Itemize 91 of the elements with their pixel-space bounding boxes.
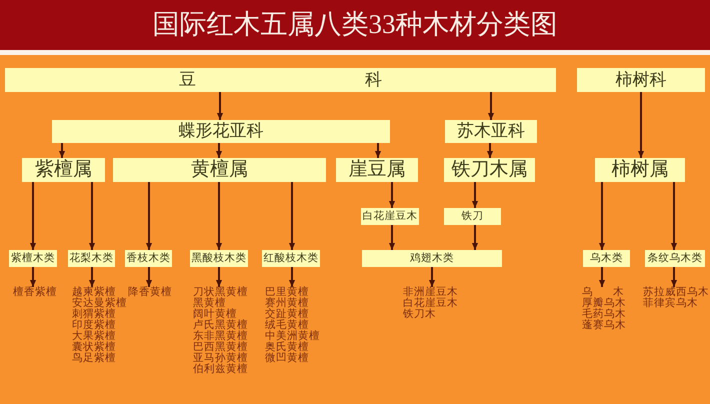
species-name: 囊状紫檀 [72,342,116,353]
species-name: 伯利兹黄檀 [193,364,248,375]
genus-name: 铁刀木属 [452,160,528,180]
arrow [374,143,382,158]
class-name: 乌木类 [590,252,623,264]
timber-name: 白花崖豆木 [362,210,418,222]
arrow [428,267,436,287]
species-name: 越柬紫檀 [72,287,116,298]
arrow [216,267,222,287]
arrow [670,182,678,250]
arrow [488,92,494,120]
family-box [577,68,705,92]
arrow [472,182,478,208]
species-name: 巴西黑黄檀 [193,342,248,353]
genus-box [22,158,105,182]
species-name: 交趾黄檀 [265,309,309,320]
species-name: 大果紫檀 [72,331,116,342]
class-name: 条纹乌木类 [648,252,702,264]
species-name: 厚瓣乌木 [582,298,626,309]
species-name: 刺猬紫檀 [72,309,116,320]
class-name: 鸡翅木类 [410,252,454,264]
arrow [288,267,296,287]
family-name: 柿树科 [616,70,666,90]
arrow [598,267,606,287]
diagram-title: 国际红木五属八类33种木材分类图 [152,10,558,40]
arrow [288,182,296,250]
timber-name: 铁刀 [462,210,484,222]
arrow [388,225,396,250]
species-name: 毛药乌木 [582,309,626,320]
species-name: 苏拉威西乌木 [643,287,709,298]
species-name: 鸟足紫檀 [72,353,116,364]
genus-name: 崖豆属 [348,160,406,180]
genus-name: 黄檀属 [191,160,248,180]
arrow [146,267,152,287]
arrow [388,182,396,208]
species-name: 檀香紫檀 [13,287,57,298]
species-name: 刀状黑黄檀 [193,287,248,298]
species-name: 赛州黄檀 [265,298,309,309]
species-name: 铁刀木 [403,309,436,320]
class-box [583,250,630,267]
subfamily-name: 苏木亚科 [457,122,525,141]
species-name: 绒毛黄檀 [265,320,309,331]
species-name: 东非黑黄檀 [193,331,248,342]
arrow [146,182,152,250]
arrow [216,143,222,158]
arrow [30,267,36,287]
species-name: 黑黄檀 [193,298,226,309]
species-name: 亚马孙黄檀 [193,353,248,364]
class-name: 香枝木类 [126,252,170,264]
species-name: 奥氏黄檀 [265,342,309,353]
genus-box [113,158,326,182]
class-name: 黑酸枝木类 [192,252,246,264]
arrow [88,267,96,287]
subfamily-box [445,120,537,143]
arrow [638,92,644,158]
genus-name: 柿树属 [612,160,668,180]
arrow [216,182,222,250]
species-name: 白花崖豆木 [403,298,458,309]
genus-name: 紫檀属 [35,160,92,180]
species-name: 巴里黄檀 [265,287,309,298]
species-name: 微凹黄檀 [265,353,309,364]
arrow [30,182,36,250]
arrow [472,225,478,250]
class-box [362,250,502,267]
arrow [670,267,678,287]
species-name: 卢氏黑黄檀 [193,320,248,331]
subfamily-box [52,120,390,143]
timber-box [444,208,501,225]
species-name: 降香黄檀 [128,287,172,298]
class-name: 花梨木类 [70,252,114,264]
arrow [58,143,66,158]
subfamily-name: 蝶形花亚科 [178,122,264,141]
class-name: 紫檀木类 [11,252,55,264]
family-name: 豆 科 [179,70,382,90]
species-name: 非洲崖豆木 [403,287,458,298]
genus-box [336,158,418,182]
genus-box [444,158,535,182]
species-name: 安达曼紫檀 [72,298,127,309]
genus-box [595,158,685,182]
class-name: 红酸枝木类 [264,252,318,264]
arrow [88,182,96,250]
species-name: 菲律宾乌木 [643,298,698,309]
arrow [216,92,224,120]
species-name: 中美洲黄檀 [265,331,320,342]
species-name: 乌 木 [582,287,624,298]
species-name: 印度紫檀 [72,320,116,331]
arrow [486,143,494,158]
species-name: 阔叶黄檀 [193,309,237,320]
family-box [5,68,556,92]
species-name: 蓬赛乌木 [582,320,626,331]
arrow [598,182,606,250]
